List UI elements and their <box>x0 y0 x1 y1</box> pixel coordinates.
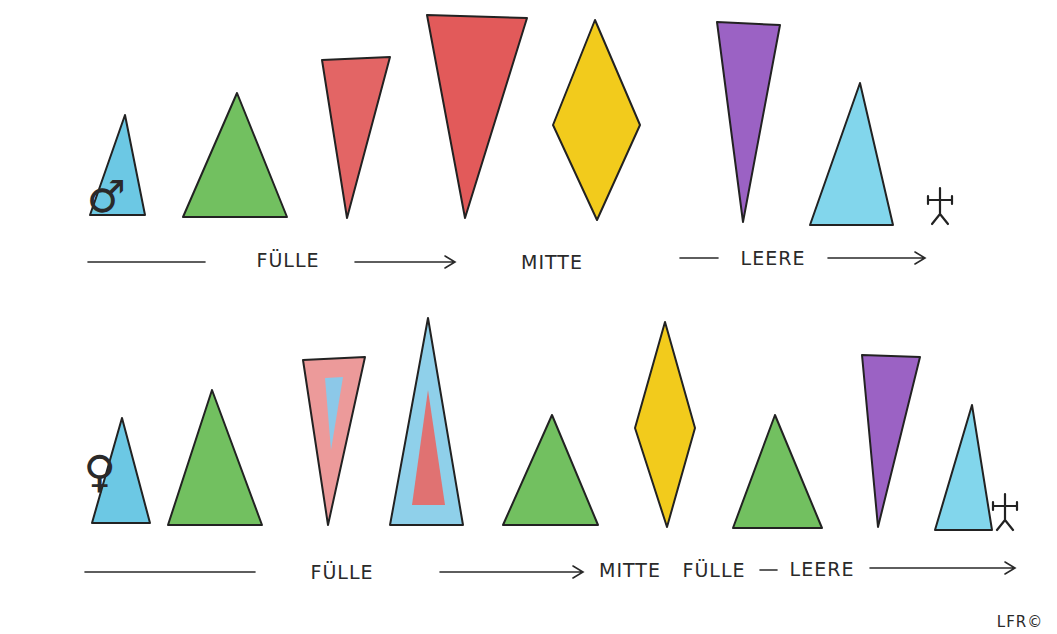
arrow <box>828 252 925 264</box>
cross-symbol <box>928 188 952 224</box>
phase-label: MITTE <box>521 253 583 272</box>
line <box>680 257 718 259</box>
green-triangle <box>168 390 262 525</box>
arrow <box>870 562 1015 574</box>
line <box>88 261 205 263</box>
bottom-row <box>92 318 992 530</box>
phase-label: FÜLLE <box>682 561 745 580</box>
purple-triangle <box>862 355 920 527</box>
gender-symbol: ♂ <box>87 175 127 219</box>
green-triangle <box>183 93 287 217</box>
arrows <box>85 252 1015 578</box>
red-triangle <box>427 15 527 218</box>
green-triangle <box>733 415 822 528</box>
gender-symbol: ♀ <box>83 450 116 494</box>
blue-triangle <box>810 83 893 225</box>
phase-label: MITTE <box>599 561 661 580</box>
cross <box>993 494 1017 530</box>
line <box>85 571 255 573</box>
arrow <box>355 256 455 268</box>
signature: LFR© <box>997 615 1043 630</box>
purple-triangle <box>717 22 780 222</box>
mixed-triangle <box>303 357 365 525</box>
green-triangle <box>503 415 598 525</box>
arrow <box>440 566 583 578</box>
yellow-diamond <box>635 322 695 527</box>
top-row <box>90 15 893 225</box>
phase-label: FÜLLE <box>310 563 373 582</box>
cross-symbol <box>993 494 1017 530</box>
phase-label: FÜLLE <box>256 251 319 270</box>
cross <box>928 188 952 224</box>
red-patch <box>412 390 445 505</box>
blue-triangle <box>935 405 992 530</box>
phase-label: LEERE <box>790 560 855 579</box>
red-triangle <box>322 57 390 218</box>
line <box>760 569 777 571</box>
blue-patch <box>325 377 343 450</box>
phase-label: LEERE <box>741 249 806 268</box>
yellow-diamond <box>553 20 640 220</box>
mixed-triangle <box>390 318 463 525</box>
